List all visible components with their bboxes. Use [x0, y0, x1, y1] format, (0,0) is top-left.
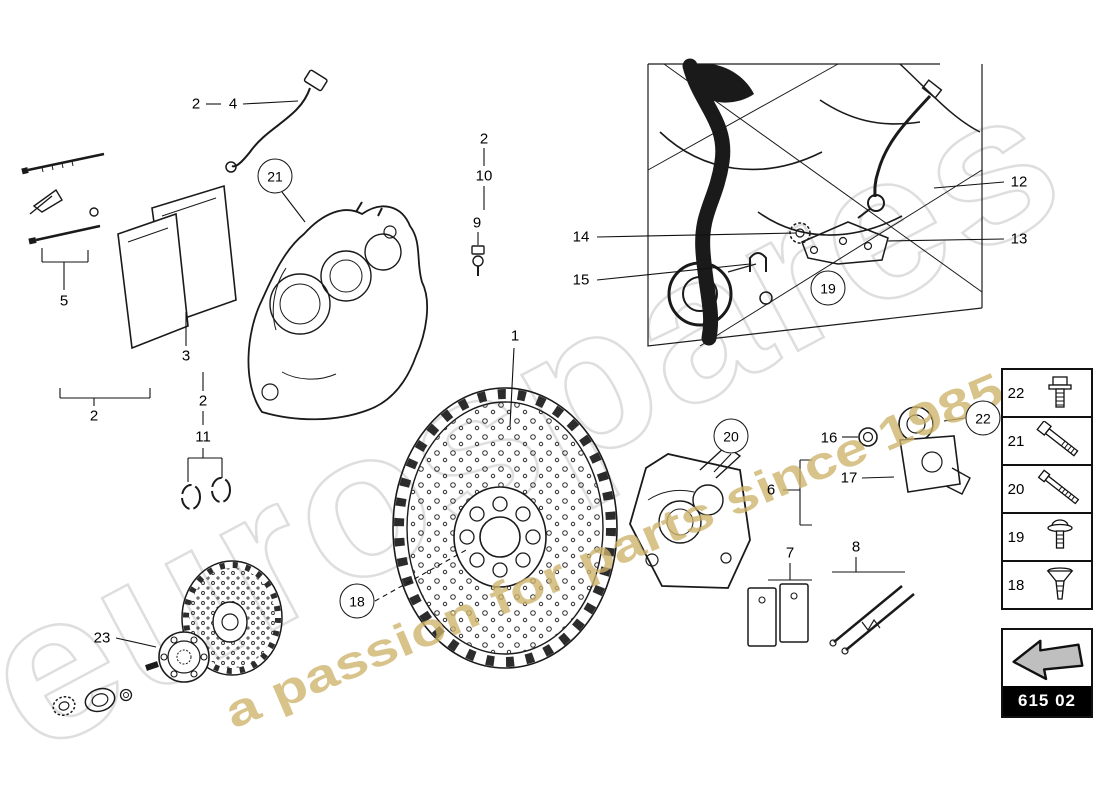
callout-11: 11	[195, 428, 211, 446]
callout-23: 23	[93, 629, 111, 647]
callout-22: 22	[965, 400, 1001, 436]
parking-brake-actuator	[898, 406, 971, 495]
callout-16: 16	[820, 429, 838, 447]
callout-2d: 2	[198, 392, 208, 410]
callout-4: 4	[228, 95, 238, 113]
sensor-bracket	[801, 221, 889, 265]
legend-row-20: 20	[1001, 464, 1093, 514]
callout-2c: 2	[89, 407, 99, 425]
callout-6: 6	[766, 481, 776, 499]
legend-label-18: 18	[1007, 576, 1025, 594]
legend-label-20: 20	[1007, 480, 1025, 498]
pad-retainer-kit	[21, 152, 105, 245]
legend-label-22: 22	[1007, 384, 1025, 402]
legend-row-21: 21	[1001, 416, 1093, 466]
seal-ring-16	[858, 427, 878, 447]
callout-21: 21	[257, 158, 293, 194]
callout-10: 10	[475, 167, 493, 185]
brake-disc	[392, 387, 618, 669]
legend-label-19: 19	[1007, 528, 1025, 546]
callout-3: 3	[181, 347, 191, 365]
callout-17: 17	[840, 469, 858, 487]
long-screw-icon	[1029, 469, 1091, 509]
callout-20: 20	[713, 418, 749, 454]
bearing-cone	[52, 687, 133, 716]
legend-label-21: 21	[1007, 432, 1025, 450]
callout-9: 9	[472, 214, 482, 232]
rear-caliper	[629, 445, 751, 589]
diagram-code-box: 615 02	[1001, 628, 1093, 718]
rear-brake-pads	[747, 583, 809, 647]
callout-7: 7	[785, 544, 795, 562]
rear-pad-pins	[829, 585, 915, 655]
front-caliper	[247, 201, 429, 421]
countersunk-screw-icon	[1029, 565, 1091, 605]
leader-lines	[41, 100, 1005, 648]
callout-2b: 2	[479, 130, 489, 148]
callout-14: 14	[572, 228, 590, 246]
flange-bolt-icon	[1029, 373, 1091, 413]
callout-18: 18	[339, 583, 375, 619]
pad-wear-sensor	[225, 69, 328, 173]
callout-8: 8	[851, 538, 861, 556]
callout-1: 1	[510, 327, 520, 345]
callout-19: 19	[810, 270, 846, 306]
callout-2a: 2	[191, 95, 201, 113]
callout-15: 15	[572, 271, 590, 289]
direction-arrow-icon	[1003, 630, 1091, 686]
washer-head-screw-icon	[1029, 517, 1091, 557]
callout-13: 13	[1010, 230, 1028, 248]
seal-rings	[181, 477, 231, 510]
front-brake-pads	[117, 184, 237, 350]
long-hex-bolt-icon	[1029, 421, 1091, 461]
callout-5: 5	[59, 292, 69, 310]
diagram-code: 615 02	[1003, 686, 1091, 716]
chassis-section-view	[647, 58, 983, 347]
legend-row-19: 19	[1001, 512, 1093, 562]
abs-sensor-cable	[857, 79, 943, 219]
small-brake-disc	[181, 560, 283, 676]
fastener-legend: 22 21 20	[1001, 368, 1093, 610]
wheel-hub	[145, 631, 210, 683]
callout-12: 12	[1010, 173, 1028, 191]
bleeder-valve	[471, 245, 485, 276]
legend-row-22: 22	[1001, 368, 1093, 418]
legend-row-18: 18	[1001, 560, 1093, 610]
